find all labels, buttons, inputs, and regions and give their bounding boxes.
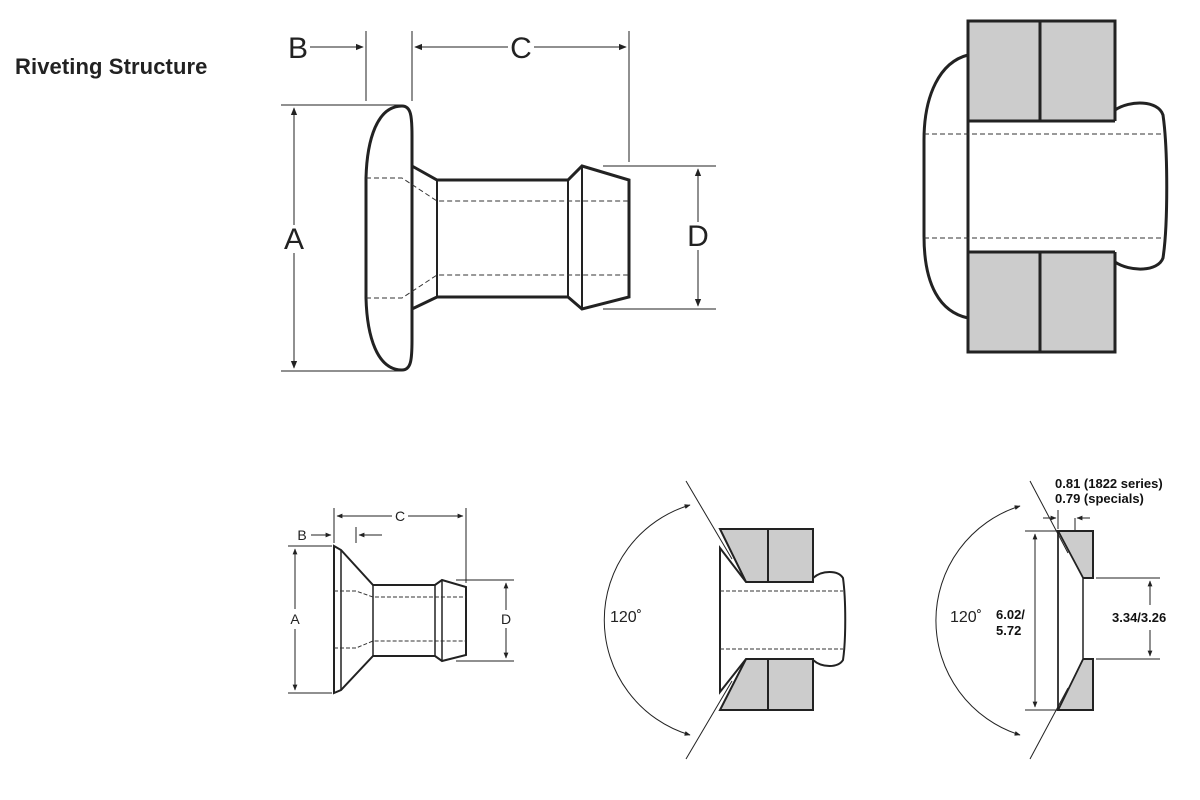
small-dim-c-label: C	[395, 508, 405, 524]
spec-angle-label: 120˚	[950, 609, 982, 626]
outer-diameter-line1: 6.02/	[996, 607, 1025, 622]
small-dim-d-label: D	[501, 611, 511, 627]
large-dim-b-label: B	[288, 32, 308, 65]
hole-diameter-label: 3.34/3.26	[1112, 610, 1166, 625]
large-rivet-head	[364, 104, 414, 372]
countersink-spec-drawing: 120˚ 0.81 (1822 series) 0.79 (specials) …	[935, 476, 1166, 760]
large-dim-d-label: D	[687, 220, 709, 253]
large-rivet-hidden-bore	[366, 177, 629, 202]
large-rivet-drawing: A B C D	[281, 31, 716, 372]
small-dim-b-label: B	[297, 527, 306, 543]
small-dim-a-label: A	[290, 611, 300, 627]
countersunk-rivet	[719, 545, 847, 695]
countersunk-joint-drawing: 120˚	[603, 480, 847, 760]
small-rivet-drawing: A B C D	[288, 508, 514, 695]
large-joint-right-tail	[1113, 101, 1169, 271]
large-rivet-body	[410, 163, 631, 312]
large-riveted-joint	[922, 19, 1169, 354]
large-dim-a-label: A	[284, 223, 304, 256]
large-joint-left-head	[922, 53, 970, 320]
small-rivet-body	[333, 544, 467, 695]
joint-angle-label: 120˚	[610, 609, 642, 626]
head-thickness-line1: 0.81 (1822 series)	[1055, 476, 1163, 491]
outer-diameter-line2: 5.72	[996, 623, 1021, 638]
head-thickness-line2: 0.79 (specials)	[1055, 491, 1144, 506]
large-dim-c-label: C	[510, 32, 532, 65]
page-title: Riveting Structure	[15, 54, 208, 79]
